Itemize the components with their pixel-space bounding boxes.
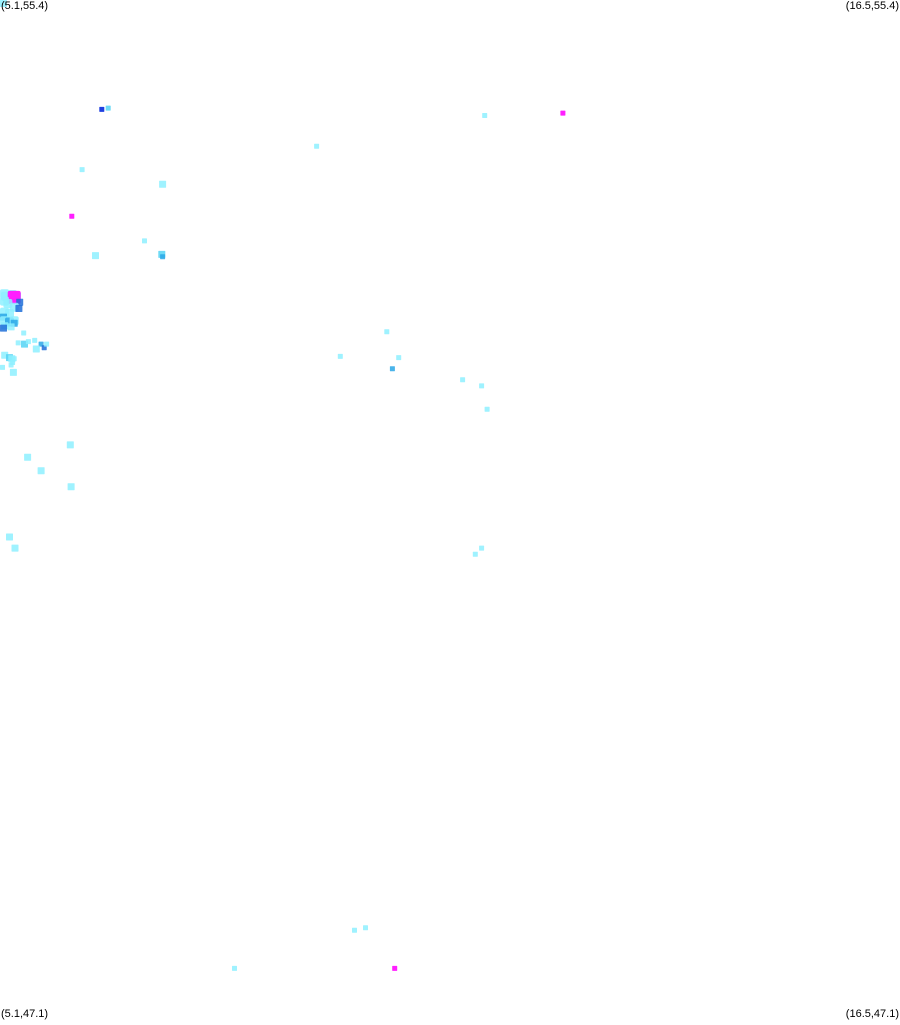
map-point — [159, 180, 167, 188]
map-point — [5, 308, 14, 318]
corner-label-bottom-right: (16.5,47.1) — [845, 1008, 899, 1020]
map-point — [314, 143, 320, 149]
map-point — [0, 324, 7, 332]
map-point — [352, 927, 357, 933]
map-point — [479, 545, 485, 551]
map-point — [69, 213, 75, 219]
corner-label-bottom-left: (5.1,47.1) — [1, 1008, 49, 1020]
map-point — [32, 337, 38, 343]
map-point — [105, 105, 111, 111]
map-point — [363, 925, 368, 931]
map-point — [44, 341, 50, 347]
map-point — [11, 544, 19, 552]
map-point — [79, 167, 85, 173]
map-point — [15, 305, 23, 312]
map-point — [560, 110, 566, 116]
map-point — [66, 441, 74, 449]
corner-label-top-right: (16.5,55.4) — [845, 0, 899, 12]
map-point — [9, 368, 17, 376]
map-point — [25, 339, 31, 345]
map-point — [460, 377, 466, 383]
map-point — [21, 330, 27, 336]
map-point — [160, 254, 166, 260]
map-point — [8, 362, 14, 368]
map-point — [472, 551, 478, 557]
map-point — [337, 353, 343, 359]
map-point — [92, 252, 99, 260]
map-point — [32, 345, 40, 353]
map-point — [0, 0, 7, 7]
map-point — [37, 467, 45, 475]
map-point — [24, 453, 32, 461]
map-point — [384, 329, 390, 335]
map-point — [142, 238, 147, 244]
map-point — [392, 965, 398, 971]
map-point — [482, 113, 488, 118]
corner-label-top-left: (5.1,55.4) — [1, 0, 49, 12]
map-point — [389, 366, 395, 372]
map-point — [7, 323, 15, 331]
map-point — [232, 965, 237, 971]
map-point — [479, 383, 485, 389]
map-point — [6, 533, 13, 541]
map-point — [67, 483, 75, 491]
map-point — [396, 355, 402, 361]
map-point — [484, 406, 490, 412]
map-point — [15, 340, 21, 346]
map-point — [0, 364, 5, 370]
map-point — [99, 106, 105, 112]
